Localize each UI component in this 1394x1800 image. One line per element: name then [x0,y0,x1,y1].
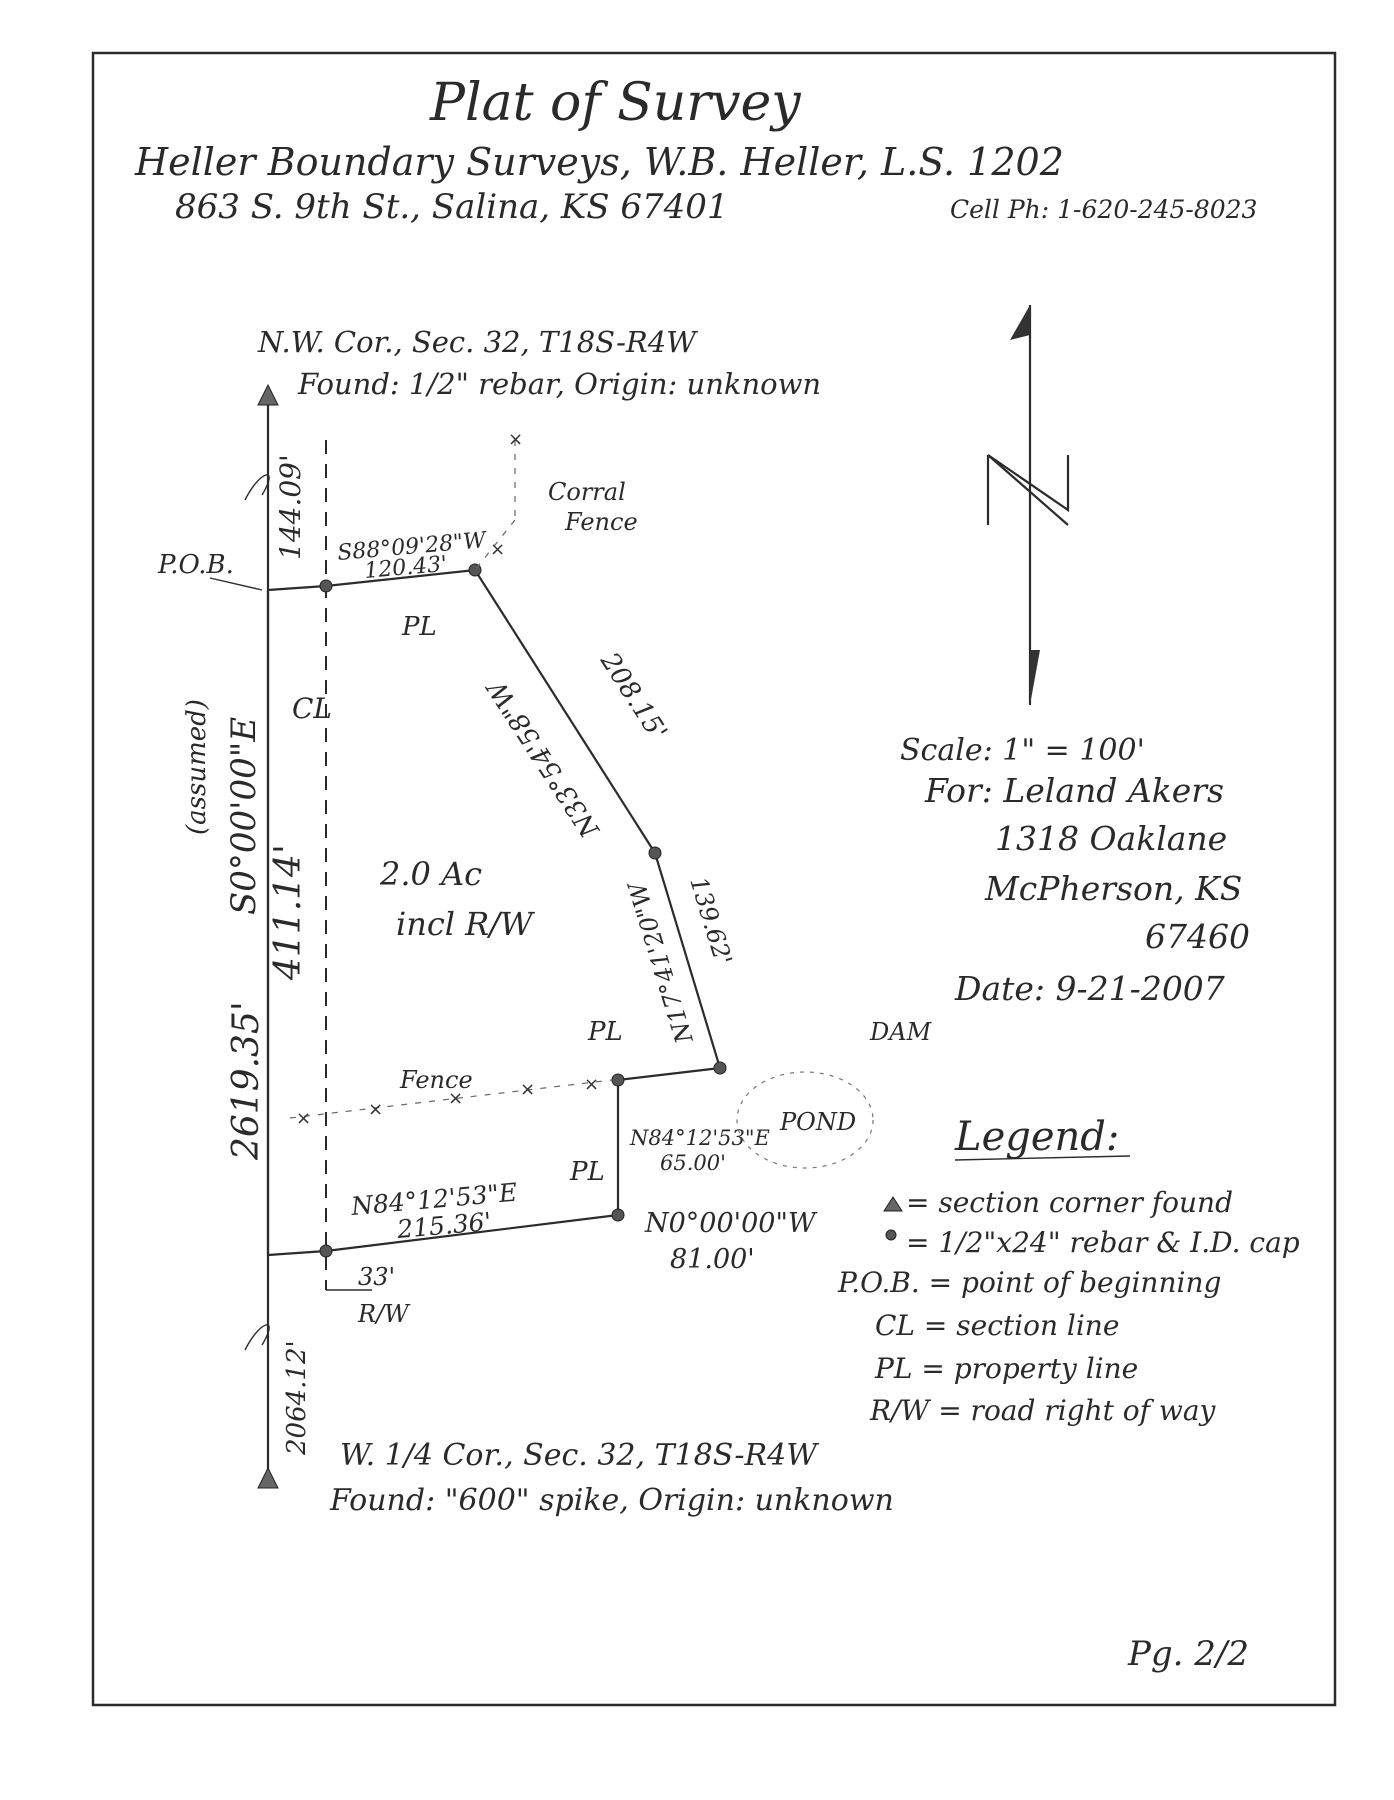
legend-title: Legend: [954,1114,1119,1160]
svg-text:×: × [520,1079,535,1100]
break-symbol-top [244,474,270,501]
nw-corner-line2: Found: 1/2" rebar, Origin: unknown [297,367,821,401]
pl-label-top: PL [401,612,437,642]
svg-text:×: × [490,539,505,560]
rebar-marker [611,1208,625,1222]
dist-2619-label: 2619.35' [226,1001,267,1161]
legend-corner-symbol [883,1196,903,1212]
pond-outline [736,1071,874,1169]
rebar-marker [319,1244,333,1258]
svg-text:×: × [296,1108,311,1129]
svg-text:×: × [448,1088,463,1109]
w-quarter-corner-line1: W. 1/4 Cor., Sec. 32, T18S-R4W [340,1438,819,1473]
course4-distance: 65.00' [660,1151,726,1175]
legend-item-right-of-way: R/W = road right of way [869,1394,1217,1427]
rebar-marker [611,1073,625,1087]
legend-item-rebar: = 1/2"x24" rebar & I.D. cap [906,1226,1300,1259]
course2-bearing: N33°54'58"W [481,673,606,844]
dist-411-label: 411.14' [268,844,309,981]
client-name: For: Leland Akers [924,771,1224,810]
svg-text:×: × [508,429,523,450]
rebar-marker [468,563,482,577]
surveyor-line: Heller Boundary Surveys, W.B. Heller, L.… [134,140,1064,184]
course4-bearing: N84°12'53"E [629,1126,770,1150]
rebar-marker [319,579,333,593]
surveyor-phone: Cell Ph: 1-620-245-8023 [950,195,1257,224]
course2-distance: 208.15' [594,647,673,746]
plat-title: Plat of Survey [429,73,801,133]
cl-label: CL [292,692,332,725]
area-label: 2.0 Ac [379,855,482,893]
nw-corner-line1: N.W. Cor., Sec. 32, T18S-R4W [257,325,698,359]
legend-rebar-symbol [885,1229,897,1241]
bottom-distance-label: 2064.12' [282,1340,312,1456]
row-label: R/W [357,1300,411,1328]
client-address1: 1318 Oaklane [995,819,1227,858]
pob-arrow [209,577,263,591]
pob-label: P.O.B. [157,550,234,580]
rebar-marker [648,846,662,860]
fence-label: Fence [399,1066,473,1094]
client-address2: McPherson, KS [984,869,1242,908]
page-border [91,51,1337,1707]
top-distance-label: 144.09' [274,454,307,560]
course5-bearing: N0°00'00"W [644,1208,818,1239]
north-arrow-icon [986,305,1070,705]
course3-distance: 139.62' [684,874,737,969]
pl-label-mid: PL [569,1157,605,1187]
svg-text:×: × [368,1099,383,1120]
survey-date: Date: 9-21-2007 [954,969,1225,1008]
assumed-label: (assumed) [182,699,212,835]
surveyor-address: 863 S. 9th St., Salina, KS 67401 [175,187,729,227]
nw-corner-marker [257,383,279,406]
client-zip: 67460 [1145,917,1250,956]
corral-fence-label-2: Fence [564,508,638,536]
legend-item-property-line: PL = property line [874,1352,1138,1385]
course5-distance: 81.00' [670,1244,755,1275]
legend-item-section-line: CL = section line [875,1309,1119,1342]
legend-item-corner: = section corner found [906,1186,1233,1219]
scale-label: Scale: 1" = 100' [900,733,1145,768]
legend-item-pob: P.O.B. = point of beginning [837,1266,1221,1299]
legend-title-underline [954,1155,1131,1161]
corral-fence: × × [474,429,523,571]
svg-text:×: × [584,1074,599,1095]
rebar-marker [713,1061,727,1075]
fence-line: × × × × × [289,1074,613,1129]
w-quarter-corner-line2: Found: "600" spike, Origin: unknown [329,1483,894,1518]
area-label-row: incl R/W [396,905,536,943]
corral-fence-label-1: Corral [548,478,626,506]
row-33-label: 33' [358,1263,395,1291]
bearing-total-label: S0°00'00"E [224,717,264,915]
w-quarter-corner-marker [257,1466,279,1489]
break-symbol-bottom [244,1324,270,1351]
pl-label-right: PL [587,1017,623,1047]
page-number: Pg. 2/2 [1127,1634,1249,1674]
dam-label: DAM [869,1018,933,1046]
pond-label: POND [779,1108,856,1136]
